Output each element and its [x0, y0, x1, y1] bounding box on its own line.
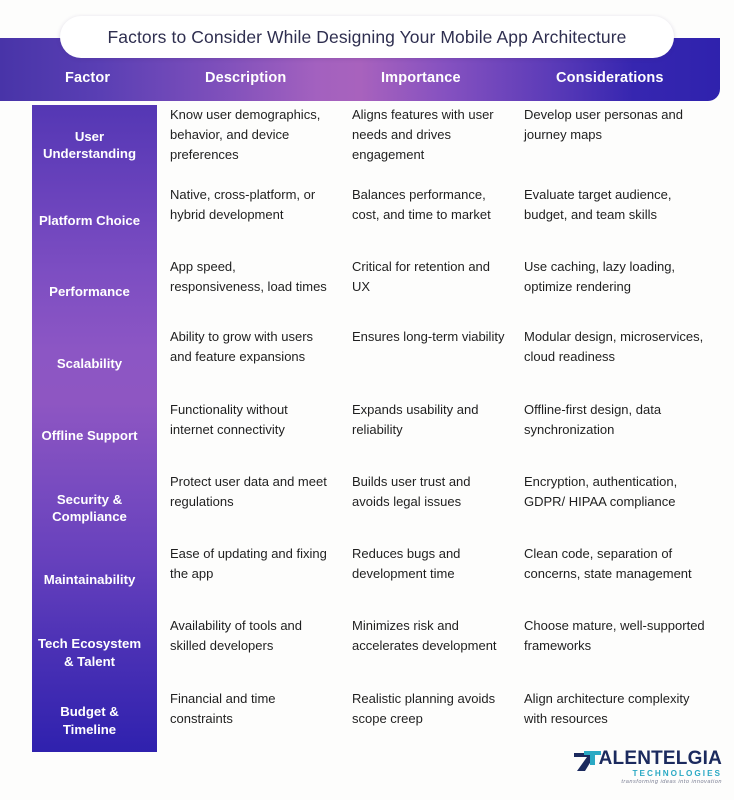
importance-cell: Minimizes risk and accelerates developme…: [352, 618, 497, 654]
factor-column-background: [32, 105, 157, 752]
importance-cell: Builds user trust and avoids legal issue…: [352, 474, 471, 510]
description-cell: Native, cross-platform, or hybrid develo…: [170, 187, 316, 223]
logo-subtitle: TECHNOLOGIES: [632, 768, 722, 778]
description-cell: Financial and time constraints: [170, 691, 276, 727]
importance-cell: Reduces bugs and development time: [352, 546, 461, 582]
brand-logo: ALENTELGIA TECHNOLOGIES transforming ide…: [572, 749, 722, 786]
considerations-cell: Encryption, authentication, GDPR/ HIPAA …: [524, 474, 678, 510]
table-row: Platform Choice Native, cross-platform, …: [0, 185, 734, 257]
importance-cell: Ensures long-term viability: [352, 329, 505, 344]
factor-label: Tech Ecosystem & Talent: [37, 636, 142, 669]
table-row: Offline Support Functionality without in…: [0, 400, 734, 472]
factor-label: Budget & Timeline: [60, 704, 119, 737]
importance-cell: Critical for retention and UX: [352, 259, 491, 295]
table-row: User Understanding Know user demographic…: [0, 105, 734, 185]
description-cell: Availability of tools and skilled develo…: [170, 618, 303, 654]
considerations-cell: Choose mature, well-supported frameworks: [524, 618, 705, 654]
factor-label: Platform Choice: [38, 213, 141, 229]
importance-cell: Aligns features with user needs and driv…: [352, 107, 494, 163]
table-row: Performance App speed, responsiveness, l…: [0, 257, 734, 327]
considerations-cell: Modular design, microservices, cloud rea…: [524, 329, 704, 365]
talentelgia-logo-mark-icon: [572, 750, 602, 779]
table-row: Maintainability Ease of updating and fix…: [0, 544, 734, 616]
description-cell: Functionality without internet connectiv…: [170, 402, 288, 438]
logo-tagline: transforming ideas into innovation: [621, 779, 722, 786]
considerations-cell: Evaluate target audience, budget, and te…: [524, 187, 672, 223]
description-cell: Ability to grow with users and feature e…: [170, 329, 314, 365]
considerations-cell: Offline-first design, data synchronizati…: [524, 402, 662, 438]
logo-wordmark: ALENTELGIA TECHNOLOGIES transforming ide…: [599, 749, 722, 786]
considerations-cell: Use caching, lazy loading, optimize rend…: [524, 259, 676, 295]
description-cell: Protect user data and meet regulations: [170, 474, 327, 510]
factor-label: Security & Compliance: [52, 491, 127, 524]
description-cell: Ease of updating and fixing the app: [170, 546, 327, 582]
considerations-cell: Clean code, separation of concerns, stat…: [524, 546, 692, 582]
factor-label: Maintainability: [43, 572, 136, 588]
factor-label: User Understanding: [42, 128, 137, 161]
factor-label: Scalability: [56, 355, 123, 371]
factor-label: Performance: [49, 284, 130, 300]
description-cell: App speed, responsiveness, load times: [170, 259, 327, 295]
column-header-importance: Importance: [381, 70, 461, 86]
table-row: Budget & Timeline Financial and time con…: [0, 689, 734, 752]
table-row: Security & Compliance Protect user data …: [0, 472, 734, 544]
column-header-considerations: Considerations: [556, 70, 664, 86]
importance-cell: Balances performance, cost, and time to …: [352, 187, 491, 223]
importance-cell: Realistic planning avoids scope creep: [352, 691, 496, 727]
table-row: Scalability Ability to grow with users a…: [0, 327, 734, 400]
importance-cell: Expands usability and reliability: [352, 402, 479, 438]
page-title: Factors to Consider While Designing Your…: [107, 26, 627, 47]
title-pill: Factors to Consider While Designing Your…: [60, 16, 674, 58]
column-header-description: Description: [205, 70, 287, 86]
considerations-cell: Develop user personas and journey maps: [524, 107, 683, 143]
table-body: User Understanding Know user demographic…: [0, 105, 734, 752]
table-row: Tech Ecosystem & Talent Availability of …: [0, 616, 734, 689]
column-header-row: Factor Description Importance Considerat…: [0, 38, 720, 101]
considerations-cell: Align architecture complexity with resou…: [524, 691, 690, 727]
logo-name: ALENTELGIA: [598, 747, 722, 769]
column-header-factor: Factor: [65, 70, 111, 86]
description-cell: Know user demographics, behavior, and de…: [170, 107, 321, 163]
factor-label: Offline Support: [41, 428, 138, 444]
